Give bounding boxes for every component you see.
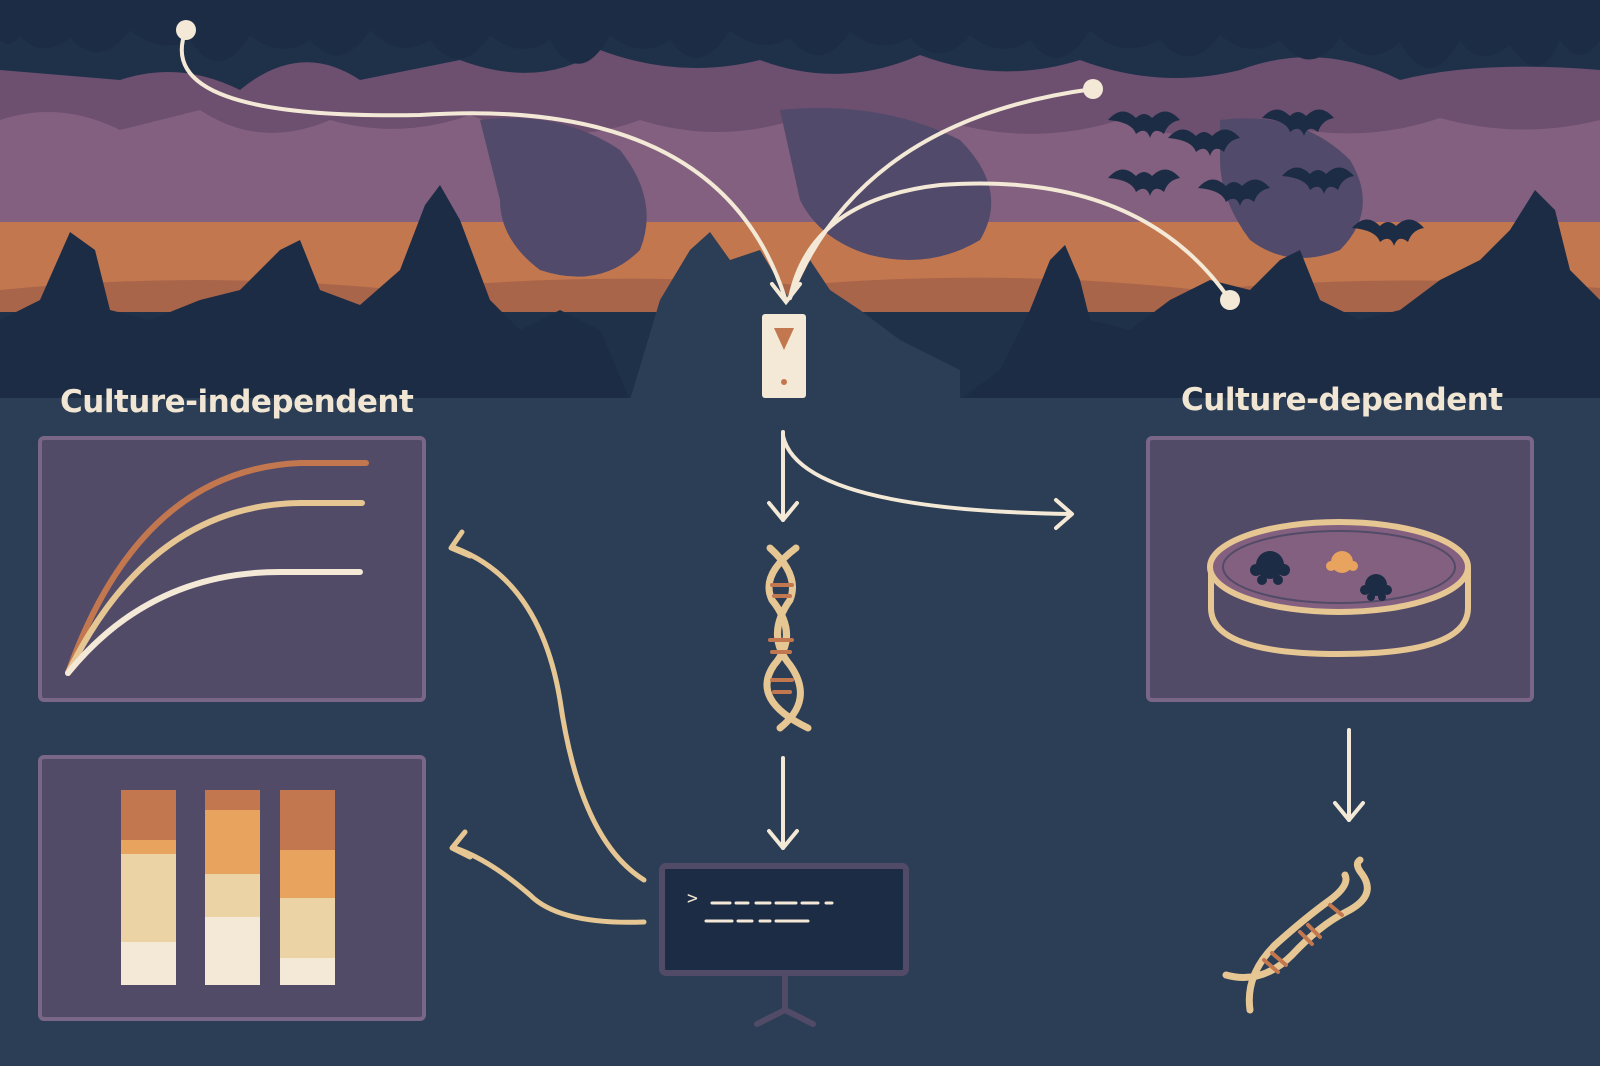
arrow-to-culture <box>781 434 1072 516</box>
arrowhead-to-computer <box>767 829 799 850</box>
arrowhead-to-curves <box>448 529 473 559</box>
stacked-bar-chart <box>38 755 426 1021</box>
bar-3-seg-4 <box>280 958 335 985</box>
sampling-arrow-3 <box>788 181 1232 302</box>
bar-2-seg-3 <box>205 874 260 917</box>
arrow-to-curves <box>452 545 647 883</box>
rarefaction-curve-chart <box>38 436 426 702</box>
arrowhead-to-bars <box>449 829 473 860</box>
bar-2-seg-2 <box>205 810 260 874</box>
culture-dependent-label: Culture-dependent <box>1181 382 1503 418</box>
curve-rust <box>65 460 369 676</box>
stalagmites-right <box>960 190 1600 400</box>
arrowhead-to-culture <box>1054 498 1074 530</box>
sampling-arrow-1 <box>179 28 787 300</box>
terminal-prompt: > <box>687 888 698 909</box>
arrow-to-sequencing <box>1333 728 1365 822</box>
curve-cream <box>65 569 363 676</box>
central-flow-arrows <box>767 430 1074 850</box>
petri-dish-icon <box>1207 519 1471 658</box>
bar-1-seg-4 <box>121 942 176 985</box>
dna-helix-diagonal-icon <box>1222 856 1371 1014</box>
bar-1-seg-1 <box>121 790 176 840</box>
stalagmites <box>0 185 630 400</box>
bar-1-seg-2 <box>121 840 176 854</box>
bar-2-seg-4 <box>205 917 260 985</box>
arrowhead-to-dna <box>767 501 799 522</box>
dna-helix-icon <box>763 544 812 732</box>
colony-3 <box>1360 574 1392 601</box>
colony-1 <box>1250 551 1290 585</box>
arrow-to-bars <box>452 845 647 925</box>
cave-purple-blob-left <box>480 118 647 277</box>
stalactites <box>0 0 1600 69</box>
sample-tube-icon <box>762 314 806 398</box>
petri-dish-panel <box>1146 436 1534 702</box>
curve-sand <box>65 500 365 676</box>
bar-1-seg-3 <box>121 854 176 942</box>
bar-2-seg-1 <box>205 790 260 810</box>
sampling-points <box>176 20 1240 310</box>
analysis-arrows <box>448 529 647 925</box>
bat-icon <box>1108 109 1424 246</box>
sampling-arrow-2 <box>788 87 1095 300</box>
colony-2 <box>1326 551 1358 573</box>
sampling-arrows <box>179 28 1232 306</box>
culture-independent-label: Culture-independent <box>60 384 414 420</box>
bar-3-seg-3 <box>280 898 335 958</box>
cave-purple-blob-right <box>1220 118 1363 258</box>
sampling-arrowhead <box>770 282 802 306</box>
bar-3-seg-1 <box>280 790 335 850</box>
bar-3-seg-2 <box>280 850 335 898</box>
computer-terminal-icon <box>659 863 909 1027</box>
